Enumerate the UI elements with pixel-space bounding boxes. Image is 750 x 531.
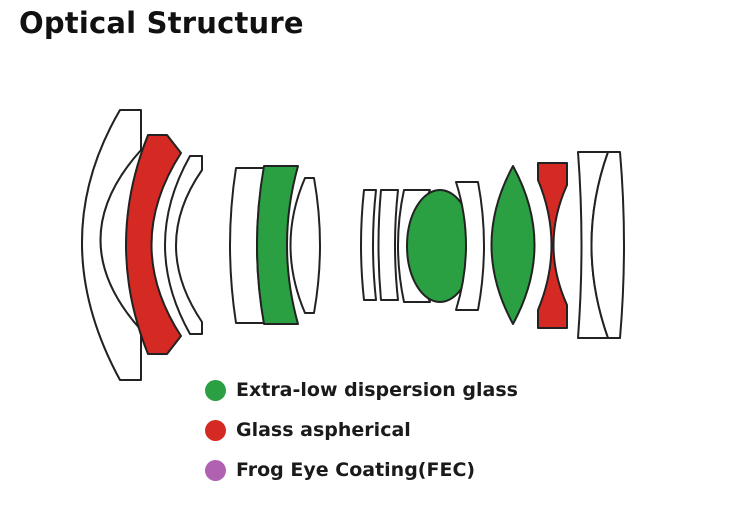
purple-dot-icon — [205, 459, 226, 481]
meniscus-element-2 — [164, 155, 203, 335]
legend-item-fec: Frog Eye Coating(FEC) — [205, 450, 518, 490]
element-15 — [590, 151, 625, 339]
element-6 — [289, 177, 321, 314]
ed-element-1 — [256, 165, 299, 325]
ed-element-3 — [490, 165, 536, 325]
element-7 — [360, 189, 377, 301]
legend-item-ed-glass: Extra-low dispersion glass — [205, 370, 518, 410]
green-dot-icon — [205, 379, 226, 401]
legend-label: Frog Eye Coating(FEC) — [236, 459, 476, 481]
legend-label: Glass aspherical — [236, 419, 411, 441]
legend: Extra-low dispersion glass Glass aspheri… — [205, 370, 518, 490]
legend-label: Extra-low dispersion glass — [236, 379, 518, 401]
legend-item-aspherical: Glass aspherical — [205, 410, 518, 450]
aspherical-element-1 — [125, 134, 182, 355]
red-dot-icon — [205, 419, 226, 441]
element-11 — [455, 181, 485, 311]
page-title: Optical Structure — [19, 6, 304, 40]
element-8 — [377, 189, 399, 301]
aspherical-element-2 — [537, 162, 568, 329]
front-meniscus-element — [81, 109, 142, 381]
